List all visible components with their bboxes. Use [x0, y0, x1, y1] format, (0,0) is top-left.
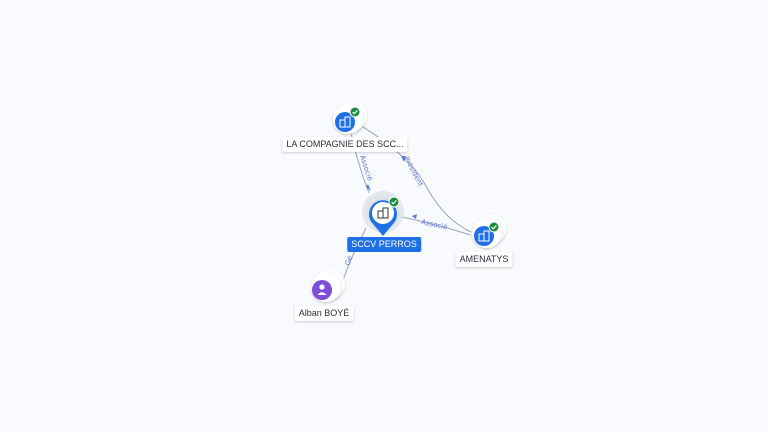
edge-label-president: Président [402, 155, 425, 188]
edge-label-associe-2: Associé [421, 218, 449, 231]
edge-person-to-center: Gé [342, 227, 367, 281]
node-company-a[interactable] [333, 101, 367, 134]
node-center[interactable] [362, 191, 404, 236]
building-icon [339, 116, 351, 128]
node-label-company-b[interactable]: AMENATYS [455, 252, 513, 267]
verified-check-icon [388, 196, 400, 208]
verified-check-icon [349, 106, 361, 118]
node-person[interactable] [311, 269, 345, 302]
node-person-disc [312, 280, 332, 300]
node-company-b[interactable] [472, 214, 506, 248]
person-icon [317, 284, 327, 295]
edge-b-to-center: Associé [401, 214, 471, 236]
node-label-center[interactable]: SCCV PERROS [347, 237, 421, 252]
node-label-person[interactable]: Alban BOYÉ [294, 306, 354, 321]
building-icon [377, 207, 389, 219]
edge-label-gerant: Gé [343, 255, 354, 267]
node-label-company-a[interactable]: LA COMPAGNIE DES SCC... [282, 137, 408, 152]
building-icon [478, 230, 490, 242]
verified-check-icon [488, 221, 500, 233]
